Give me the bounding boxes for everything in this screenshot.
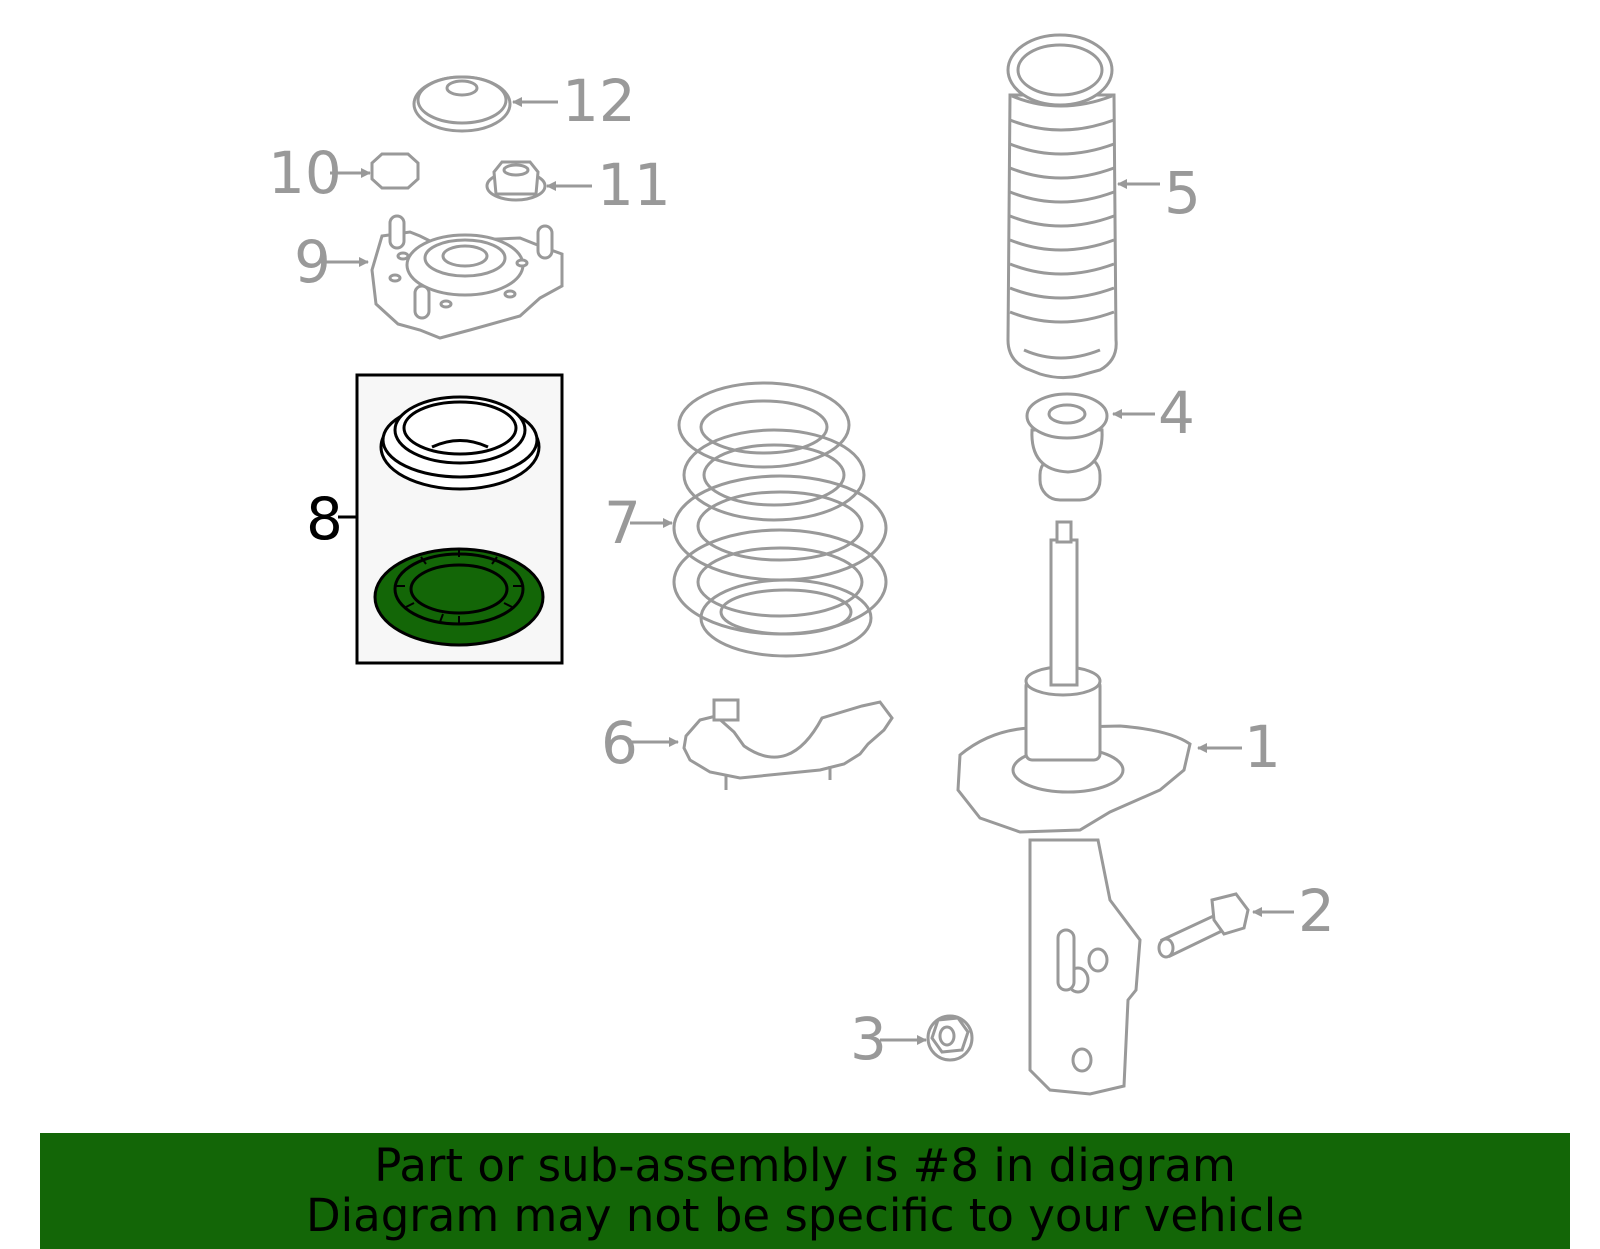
part-11-flange-nut[interactable]	[485, 160, 547, 202]
part-2-bolt[interactable]	[1157, 892, 1250, 959]
part-8-bearing	[379, 395, 541, 491]
part-8-insulator	[373, 547, 545, 647]
callout-6[interactable]: 6	[601, 709, 638, 777]
callout-1[interactable]: 1	[1244, 713, 1281, 781]
callout-11[interactable]: 11	[597, 151, 671, 219]
callout-4[interactable]: 4	[1158, 379, 1195, 447]
callout-2[interactable]: 2	[1298, 877, 1335, 945]
part-12-cap[interactable]	[412, 75, 512, 133]
part-7-coil-spring[interactable]	[672, 381, 888, 658]
callout-3[interactable]: 3	[850, 1005, 887, 1073]
part-3-nut[interactable]	[926, 1014, 974, 1062]
part-4-bump-stop[interactable]	[1025, 392, 1109, 502]
info-banner: Part or sub-assembly is #8 in diagram Di…	[40, 1133, 1570, 1249]
part-8-highlight-box[interactable]	[355, 373, 564, 665]
callout-9[interactable]: 9	[294, 228, 331, 296]
part-9-strut-mount[interactable]	[370, 214, 564, 340]
part-1-strut-assembly[interactable]	[956, 520, 1192, 1096]
callout-12[interactable]: 12	[562, 67, 636, 135]
banner-line-disclaimer: Diagram may not be specific to your vehi…	[306, 1189, 1304, 1242]
banner-line-part-info: Part or sub-assembly is #8 in diagram	[374, 1139, 1236, 1192]
callout-8[interactable]: 8	[306, 485, 343, 553]
callout-5[interactable]: 5	[1164, 159, 1201, 227]
part-6-spring-seat[interactable]	[682, 698, 894, 790]
part-5-dust-boot[interactable]	[1006, 33, 1118, 380]
callout-7[interactable]: 7	[604, 489, 641, 557]
part-10-washer[interactable]	[370, 152, 420, 190]
callout-10[interactable]: 10	[268, 139, 342, 207]
